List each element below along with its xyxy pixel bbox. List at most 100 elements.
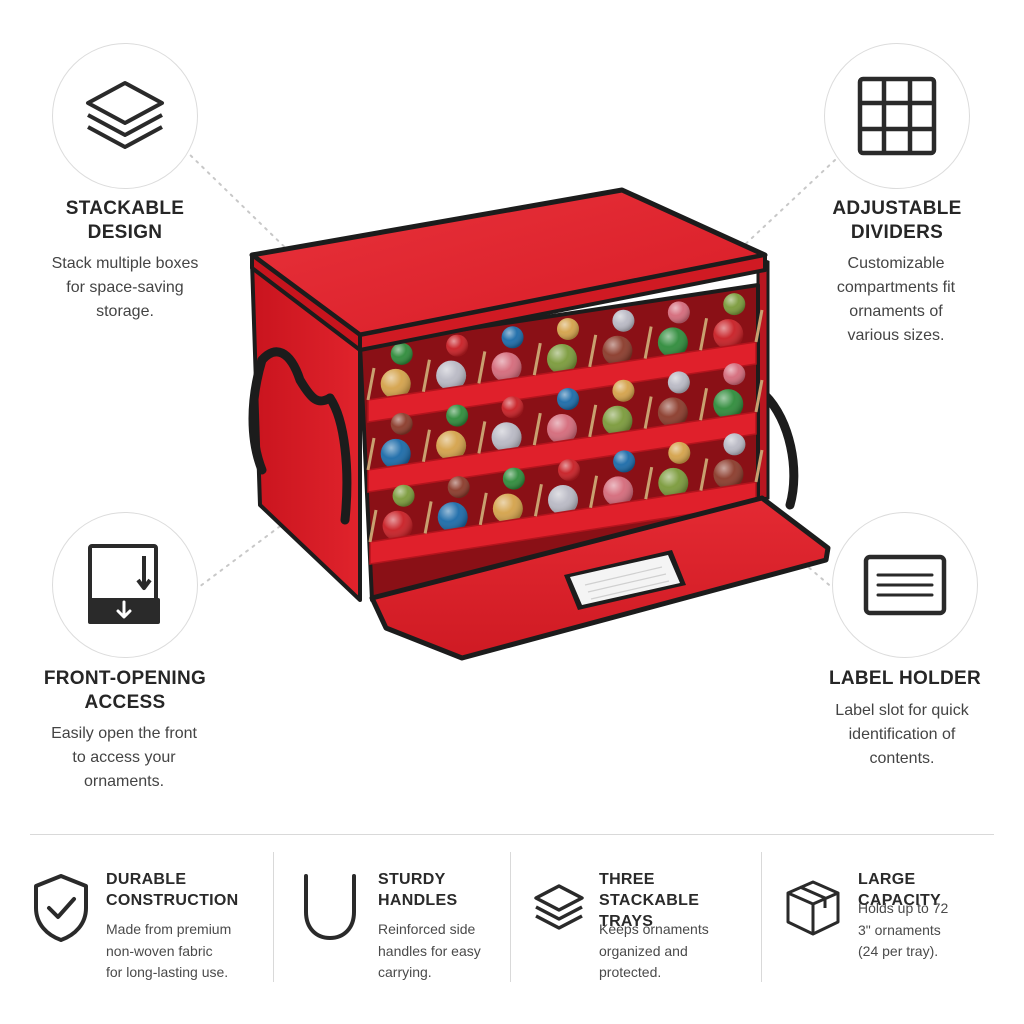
column-divider-2 [510, 852, 511, 982]
ornament-shine [491, 352, 522, 383]
ornament-shine [723, 363, 746, 386]
front-opening-icon-circle [52, 512, 198, 658]
ornament-shine [502, 467, 525, 490]
ornament-shine [612, 379, 635, 402]
column-divider-3 [761, 852, 762, 982]
ornament-shine [713, 389, 744, 420]
handles-description: Reinforced side handles for easy carryin… [378, 921, 481, 980]
ornament-shine [547, 414, 577, 444]
label-window [564, 550, 686, 610]
ornament-shine [392, 484, 415, 507]
tray-divider [532, 412, 542, 446]
label-card-icon [863, 554, 947, 616]
ornament-storage-box-image [248, 187, 831, 661]
ornament-shine [558, 459, 580, 481]
shield-check-icon [34, 874, 88, 942]
front-opening-title: FRONT-OPENING ACCESS [43, 668, 207, 713]
front-opening-description: Easily open the front to access your orn… [51, 725, 197, 790]
ornament-shine [437, 502, 468, 533]
ornament-shine [557, 388, 579, 410]
ornament-shine [668, 441, 691, 464]
durable-description: Made from premium non-woven fabric for l… [106, 921, 232, 980]
ornament-shine [436, 430, 467, 461]
ornament-shine [612, 309, 635, 332]
trays-title: THREE STACKABLE TRAYS [599, 871, 700, 930]
bottom-divider [30, 834, 994, 835]
ornament-shine [501, 396, 524, 419]
label-holder-icon-circle [832, 512, 978, 658]
tray-divider [754, 449, 764, 483]
ornament-shine [613, 450, 636, 473]
tray-front [367, 341, 757, 423]
ornament-shine [501, 326, 524, 349]
stacked-layers-icon [86, 81, 164, 149]
dividers-title: ADJUSTABLE DIVIDERS [832, 198, 962, 243]
label-holder-description: Label slot for quick identification of c… [835, 702, 969, 767]
tray-divider [699, 388, 709, 421]
tray-divider [532, 342, 542, 376]
tray-divider [589, 475, 599, 508]
ornament-shine [380, 438, 411, 469]
tray-divider [699, 318, 709, 351]
ornament-shine [667, 371, 690, 394]
ornament-shine [602, 335, 633, 366]
ornament-trays [366, 293, 764, 565]
capacity-description: Holds up to 72 3" ornaments (24 per tray… [858, 900, 949, 959]
dividers-description: Customizable compartments fit ornaments … [836, 255, 956, 344]
tray-divider [423, 501, 433, 534]
tray-divider [533, 484, 543, 517]
tray-divider [754, 379, 764, 413]
ornament-shine [603, 476, 634, 507]
ornament-shine [436, 360, 467, 391]
ornament-shine [667, 301, 690, 324]
ornament-shine [492, 493, 523, 524]
tray-divider [643, 396, 653, 429]
ornament-shine [547, 344, 577, 374]
label-holder-title: LABEL HOLDER [828, 668, 982, 689]
ornament-shine [548, 485, 578, 515]
tray-front [367, 411, 757, 493]
tray-divider [643, 326, 653, 359]
ornament-shine [491, 422, 522, 453]
ornament-shine [446, 334, 469, 357]
ornament-shine [658, 467, 689, 498]
ornament-shine [390, 412, 413, 435]
ornament-shine [447, 476, 470, 499]
ornament-shine [723, 293, 746, 316]
tray-divider [754, 309, 764, 343]
dividers-icon-circle [824, 43, 970, 189]
ornament-shine [723, 433, 746, 456]
ornament-shine [602, 405, 633, 436]
ornament-shine [657, 327, 688, 358]
tray-divider [477, 351, 487, 384]
stackable-icon-circle [52, 43, 198, 189]
grid-compartments-icon [857, 76, 937, 156]
tray-divider [366, 437, 376, 471]
box-capacity-icon [786, 880, 840, 936]
durable-title: DURABLE CONSTRUCTION [106, 871, 239, 909]
front-opening-box-icon [88, 544, 160, 624]
ornament-shine [390, 342, 413, 365]
stackable-title: STACKABLE DESIGN [65, 198, 185, 243]
tray-divider [421, 429, 431, 462]
handle-icon [304, 874, 356, 941]
tray-divider [588, 334, 598, 368]
tray-divider [588, 404, 598, 438]
trays-description: Keeps ornaments organized and protected. [599, 921, 709, 980]
tray-divider [421, 359, 431, 392]
ornament-shine [380, 368, 411, 399]
ornament-shine [657, 397, 688, 428]
tray-divider [644, 466, 654, 500]
tray-divider [477, 421, 487, 454]
tray-divider [478, 492, 488, 526]
tray-divider [366, 367, 376, 401]
tray-divider [699, 458, 709, 491]
ornament-shine [446, 404, 469, 427]
tray-divider [368, 509, 378, 543]
ornament-shine [713, 319, 744, 350]
stacked-trays-icon [534, 884, 584, 930]
stackable-description: Stack multiple boxes for space-saving st… [51, 255, 199, 320]
capacity-title: LARGE CAPACITY [858, 871, 941, 909]
handles-title: STURDY HANDLES [378, 871, 458, 909]
ornament-shine [713, 459, 744, 490]
